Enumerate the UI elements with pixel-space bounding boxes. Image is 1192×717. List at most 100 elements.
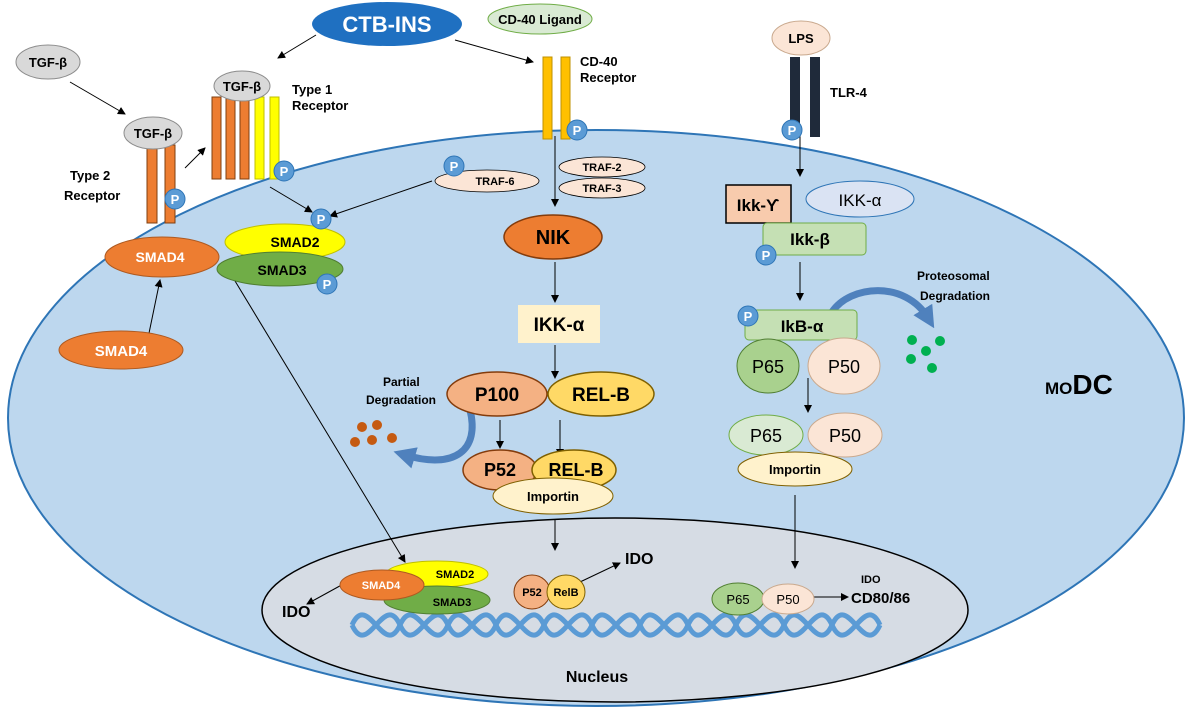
ikb-alpha-label: IkB-α xyxy=(781,317,824,336)
phospho-label: P xyxy=(573,123,582,138)
cd40-receptor-label-1: CD-40 xyxy=(580,54,618,69)
partial-degradation-label-2: Degradation xyxy=(366,393,436,407)
proteosomal-label-1: Proteosomal xyxy=(917,269,990,283)
phospho-label: P xyxy=(744,309,753,324)
nuc-ido-mid-label: IDO xyxy=(625,551,653,568)
tgf-beta-type2 xyxy=(123,116,183,150)
phospho-label: P xyxy=(450,159,459,174)
nik-label: NIK xyxy=(536,227,571,249)
traf6-label: TRAF-6 xyxy=(475,176,514,188)
relb-label: REL-B xyxy=(572,385,630,406)
phospho-icon xyxy=(310,208,332,230)
proteosomal-label-2: Degradation xyxy=(920,289,990,303)
phospho-icon xyxy=(164,188,186,210)
type2-receptor-label-2: Receptor xyxy=(64,188,120,203)
nuc-ido-right-label: IDO xyxy=(861,574,881,586)
type1-receptor-label-1: Type 1 xyxy=(292,82,332,97)
phospho-label: P xyxy=(280,164,289,179)
tgf-beta-ligand xyxy=(15,44,81,80)
cd40-receptor xyxy=(542,56,571,140)
nucleus-label: Nucleus xyxy=(566,669,628,686)
relb-node xyxy=(547,371,655,417)
cd40-ligand-node xyxy=(487,3,593,35)
phospho-icon xyxy=(781,119,803,141)
phospho-label: P xyxy=(762,248,771,263)
lps-label: LPS xyxy=(788,31,814,46)
phospho-icon xyxy=(443,155,465,177)
importin-mid-label: Importin xyxy=(527,489,579,504)
nuc-relb-label: RelB xyxy=(553,587,578,599)
modc-label: MODC xyxy=(1045,369,1113,400)
importin-right-label: Importin xyxy=(769,462,821,477)
ikk-gamma-label: Ikk-ϒ xyxy=(737,196,779,215)
type1-receptor xyxy=(211,96,280,180)
ikk-alpha-label: IKK-α xyxy=(534,315,585,336)
nuc-ido-left-label: IDO xyxy=(282,604,310,621)
ikk-alpha-right-label: IKK-α xyxy=(839,191,882,210)
p52-label: P52 xyxy=(484,460,516,480)
importin-mid-node xyxy=(492,477,614,515)
smad4-free-node xyxy=(58,330,184,370)
ikk-gamma-box xyxy=(725,184,792,224)
p65-a-node xyxy=(736,338,800,394)
importin-right-node xyxy=(737,451,853,487)
nuc-smad4-node xyxy=(339,569,425,601)
phospho-icon xyxy=(316,273,338,295)
p65-a-label: P65 xyxy=(752,357,784,377)
phospho-label: P xyxy=(788,123,797,138)
ikk-alpha-right-node xyxy=(805,180,915,218)
p100-node xyxy=(446,371,548,417)
ikk-alpha-box xyxy=(518,305,600,343)
tgf-beta-ligand-label: TGF-β xyxy=(29,55,67,70)
nuc-p50-label: P50 xyxy=(776,592,799,607)
smad2-label: SMAD2 xyxy=(270,234,319,250)
tlr4-receptor xyxy=(790,57,820,137)
nuc-p50-node xyxy=(761,583,815,615)
partial-degradation-label-1: Partial xyxy=(383,375,420,389)
ikk-beta-box xyxy=(762,222,867,256)
smad3-node xyxy=(216,251,344,287)
partial-degradation-fragments xyxy=(350,420,397,447)
p50-b-node xyxy=(807,412,883,458)
traf3-node xyxy=(558,177,646,199)
smad4-node xyxy=(104,236,220,278)
smad3-label: SMAD3 xyxy=(257,262,306,278)
cd40-ligand-label: CD-40 Ligand xyxy=(498,12,582,27)
nuc-smad2-label: SMAD2 xyxy=(436,569,475,581)
tgf-beta-type1-label: TGF-β xyxy=(223,79,261,94)
type2-receptor-label-1: Type 2 xyxy=(70,168,110,183)
nuc-p65-label: P65 xyxy=(726,592,749,607)
traf3-label: TRAF-3 xyxy=(582,183,621,195)
nik-node xyxy=(503,214,603,260)
phospho-label: P xyxy=(171,192,180,207)
nuc-relb-node xyxy=(546,574,586,610)
smad4-label: SMAD4 xyxy=(135,249,184,265)
ikk-beta-label: Ikk-β xyxy=(790,230,830,249)
nuc-p52-label: P52 xyxy=(522,587,542,599)
nuc-smad4-label: SMAD4 xyxy=(362,580,401,592)
proteosomal-degradation-arrow xyxy=(829,287,935,329)
traf2-label: TRAF-2 xyxy=(582,162,621,174)
tgf-beta-type2-label: TGF-β xyxy=(134,126,172,141)
type1-receptor-label-2: Receptor xyxy=(292,98,348,113)
partial-degradation-arrow xyxy=(393,409,476,469)
dna-helix xyxy=(349,612,883,638)
p50-b-label: P50 xyxy=(829,426,861,446)
relb2-label: REL-B xyxy=(549,460,604,480)
ctb-ins-label: CTB-INS xyxy=(342,12,431,37)
ctb-ins-node xyxy=(312,2,462,46)
traf6-node xyxy=(434,169,540,193)
p65-b-label: P65 xyxy=(750,426,782,446)
tlr4-label: TLR-4 xyxy=(830,85,868,100)
p100-label: P100 xyxy=(475,385,519,406)
cd40-receptor-label-2: Receptor xyxy=(580,70,636,85)
proteosomal-fragments xyxy=(906,335,945,373)
traf2-node xyxy=(558,156,646,178)
signal-arrows xyxy=(69,34,849,605)
phospho-icon xyxy=(737,305,759,327)
phospho-icon xyxy=(273,160,295,182)
lps-node xyxy=(771,20,831,56)
smad4-free-label: SMAD4 xyxy=(95,343,148,360)
phospho-label: P xyxy=(323,277,332,292)
